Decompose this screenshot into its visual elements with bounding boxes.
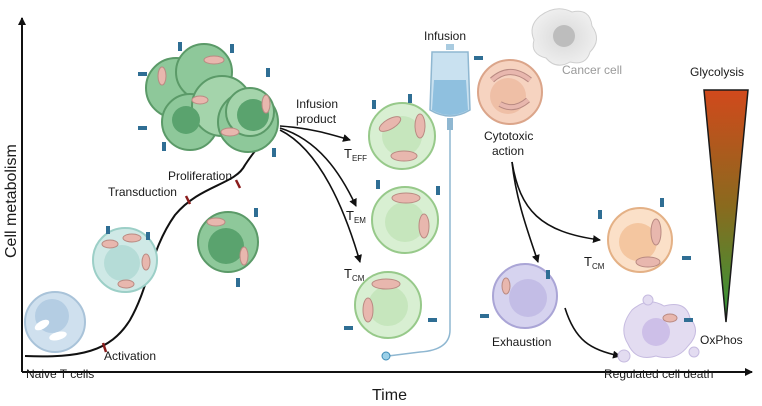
label-oxphos: OxPhos xyxy=(700,333,743,347)
label-infusion-product-1: Infusion xyxy=(296,97,338,111)
label-cytotoxic-2: action xyxy=(492,144,524,158)
label-tcm-2: TCM xyxy=(584,254,605,271)
infusion-bag-icon xyxy=(381,44,471,361)
metabolism-gradient xyxy=(703,89,749,323)
step-marks xyxy=(101,179,242,353)
label-teff: TEFF xyxy=(344,146,367,163)
cytotoxic-t-cell xyxy=(474,56,543,125)
dividing-t-cell xyxy=(197,208,259,287)
label-activation: Activation xyxy=(104,349,156,363)
label-cancer-cell: Cancer cell xyxy=(562,63,622,77)
cancer-cell-icon xyxy=(531,8,597,66)
proliferating-cluster xyxy=(138,42,279,157)
tcm-cell-2 xyxy=(598,198,691,273)
label-exhaustion: Exhaustion xyxy=(492,335,551,349)
label-naive: Naive T cells xyxy=(26,367,94,381)
label-glycolysis: Glycolysis xyxy=(690,65,744,79)
axes: Cell metabolism Time xyxy=(3,17,753,404)
label-tcm: TCM xyxy=(344,266,365,283)
dying-t-cell xyxy=(617,294,700,363)
label-infusion-product-2: product xyxy=(296,112,337,126)
label-proliferation: Proliferation xyxy=(168,169,232,183)
label-regulated-death: Regulated cell death xyxy=(604,367,713,381)
label-infusion: Infusion xyxy=(424,29,466,43)
metabolism-curve xyxy=(24,139,266,358)
exhausted-t-cell xyxy=(480,263,558,329)
product-arrows xyxy=(279,125,362,263)
activated-t-cell xyxy=(92,226,158,293)
label-transduction: Transduction xyxy=(108,185,177,199)
tem-cell xyxy=(371,180,440,254)
y-axis-label: Cell metabolism xyxy=(3,144,20,258)
label-tem: TEM xyxy=(346,208,366,225)
naive-t-cell xyxy=(24,291,86,353)
x-axis-label: Time xyxy=(372,387,407,404)
fate-arrows xyxy=(511,161,621,359)
label-cytotoxic-1: Cytotoxic xyxy=(484,129,533,143)
teff-cell xyxy=(368,94,436,170)
tcm-cell xyxy=(344,271,437,339)
